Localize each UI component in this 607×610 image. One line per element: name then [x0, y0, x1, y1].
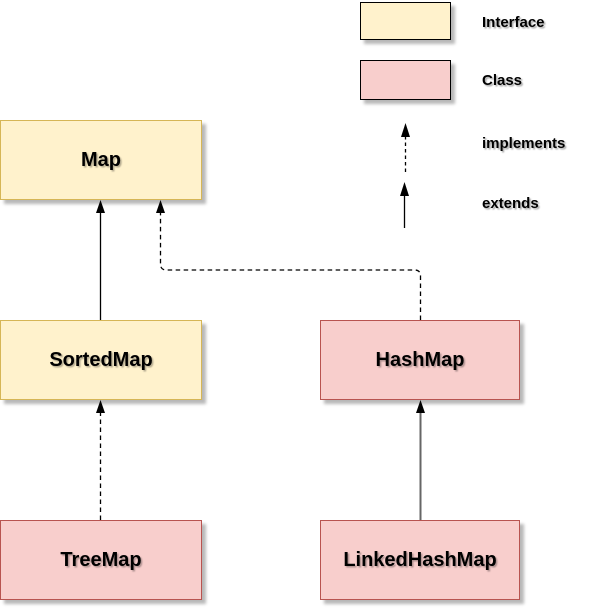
- legend-extends-arrow: [400, 182, 409, 228]
- node-hashmap-label: HashMap: [375, 348, 465, 371]
- node-hashmap: HashMap: [320, 320, 520, 400]
- node-sortedmap-label: SortedMap: [49, 348, 153, 371]
- node-sortedmap: SortedMap: [0, 320, 202, 400]
- node-linkedhashmap-label: LinkedHashMap: [343, 548, 497, 571]
- legend-implements-arrow: [401, 123, 410, 172]
- node-map: Map: [0, 120, 202, 200]
- legend-interface-swatch: [360, 2, 451, 40]
- legend-implements-label: implements: [482, 135, 566, 152]
- legend-extends-label: extends: [482, 195, 539, 212]
- edge-linkedhashmap-extends-hashmap: [416, 400, 425, 520]
- node-treemap: TreeMap: [0, 520, 202, 600]
- edge-sortedmap-extends-map: [96, 200, 105, 320]
- legend-class-swatch: [360, 60, 451, 100]
- node-treemap-label: TreeMap: [60, 548, 142, 571]
- edge-treemap-implements-sortedmap: [96, 400, 105, 520]
- node-map-label: Map: [81, 148, 121, 171]
- legend-class-label: Class: [482, 72, 523, 89]
- legend-interface-label: Interface: [482, 14, 545, 31]
- edge-hashmap-implements-map: [156, 200, 422, 320]
- node-linkedhashmap: LinkedHashMap: [320, 520, 520, 600]
